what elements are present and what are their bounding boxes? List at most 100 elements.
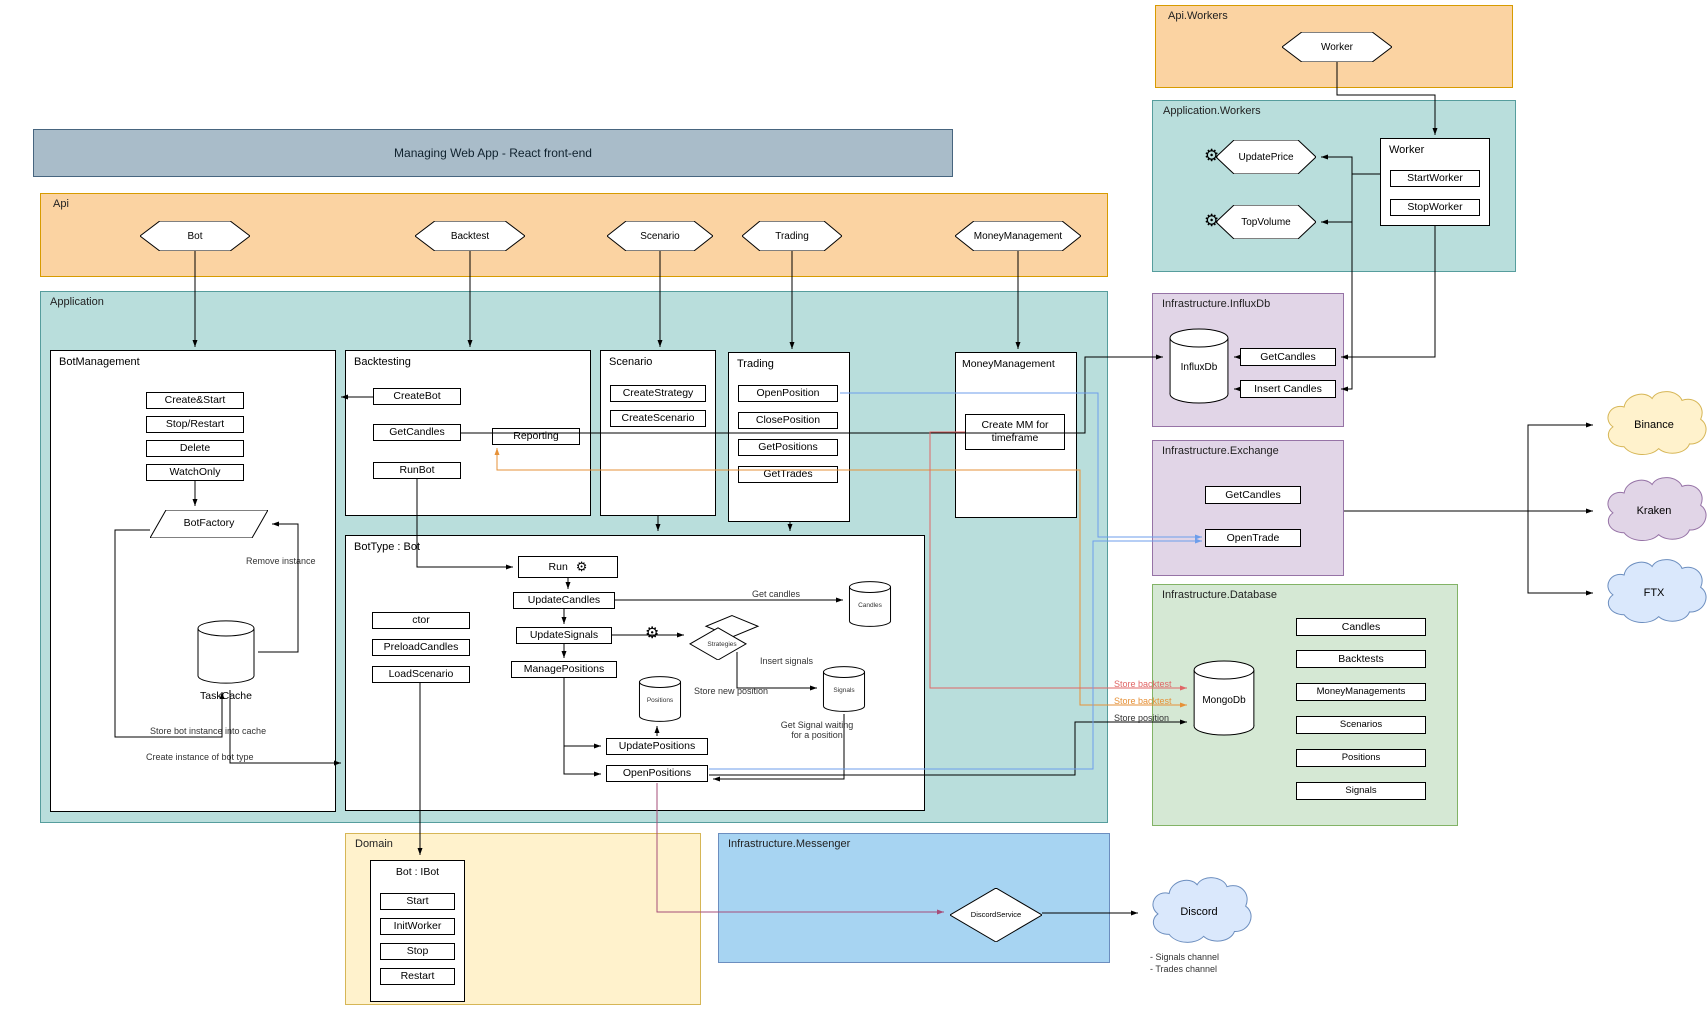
gettrades-button[interactable]: GetTrades — [738, 466, 838, 483]
note-insert-signals: Insert signals — [760, 656, 814, 666]
endpoint-backtest-hexagon[interactable]: Backtest — [415, 221, 525, 251]
getcandles-backtesting-button[interactable]: GetCandles — [373, 424, 461, 441]
worker-endpoint-hexagon[interactable]: Worker — [1282, 32, 1392, 62]
bot-restart-button[interactable]: Restart — [380, 968, 455, 985]
botfactory-label: BotFactory — [183, 517, 235, 529]
endpoint-moneymanagement-label: MoneyManagement — [973, 230, 1063, 242]
binance-cloud — [1598, 390, 1708, 460]
influx-getcandles-button[interactable]: GetCandles — [1240, 348, 1336, 366]
webapp-title: Managing Web App - React front-end — [394, 146, 592, 160]
stopworker-button[interactable]: StopWorker — [1390, 199, 1480, 216]
updatesignals-button[interactable]: UpdateSignals — [516, 627, 612, 644]
trading-node: Trading — [728, 352, 850, 522]
ftx-cloud — [1598, 558, 1708, 628]
openpositions-button[interactable]: OpenPositions — [606, 765, 708, 782]
worker-node-title: Worker — [1389, 144, 1425, 156]
run-button[interactable]: Run ⚙ — [518, 556, 618, 578]
collection-candles-button[interactable]: Candles — [1296, 618, 1426, 636]
edge-label-store-position: Store position — [1114, 713, 1170, 723]
managepositions-button[interactable]: ManagePositions — [511, 661, 617, 678]
strategies-diamonds — [688, 614, 760, 660]
create-mm-button[interactable]: Create MM for timeframe — [965, 414, 1065, 450]
reporting-button[interactable]: Reporting — [492, 428, 580, 445]
endpoint-backtest-label: Backtest — [450, 230, 490, 242]
note-store-bot-instance: Store bot instance into cache — [150, 726, 267, 736]
group-api-workers-label: Api.Workers — [1168, 10, 1228, 22]
watchonly-button[interactable]: WatchOnly — [146, 464, 244, 481]
group-api-workers — [1155, 5, 1513, 88]
collection-positions-button[interactable]: Positions — [1296, 749, 1426, 767]
topvolume-label: TopVolume — [1241, 216, 1291, 228]
group-api-label: Api — [53, 198, 69, 210]
gear-icon: ⚙ — [645, 625, 660, 642]
note-create-instance: Create instance of bot type — [146, 752, 254, 762]
gear-icon: ⚙ — [575, 559, 588, 575]
createstrategy-button[interactable]: CreateStrategy — [610, 385, 706, 402]
updateprice-hexagon[interactable]: UpdatePrice — [1216, 140, 1316, 174]
webapp-banner: Managing Web App - React front-end — [33, 129, 953, 177]
create-start-button[interactable]: Create&Start — [146, 392, 244, 409]
closeposition-button[interactable]: ClosePosition — [738, 412, 838, 429]
kraken-cloud — [1598, 476, 1708, 546]
bot-ibot-title: Bot : IBot — [395, 866, 440, 878]
discordservice-label: DiscordService — [970, 910, 1022, 919]
group-exchange-label: Infrastructure.Exchange — [1162, 445, 1279, 457]
exchange-getcandles-button[interactable]: GetCandles — [1205, 486, 1301, 504]
collection-moneymanagements-button[interactable]: MoneyManagements — [1296, 683, 1426, 701]
loadscenario-button[interactable]: LoadScenario — [372, 666, 470, 683]
ftx-cloud-label: FTX — [1643, 587, 1665, 599]
updatepositions-button[interactable]: UpdatePositions — [606, 738, 708, 755]
positions-store-label: Positions — [646, 697, 674, 704]
moneymanagement-title: MoneyManagement — [962, 358, 1055, 370]
group-messenger-label: Infrastructure.Messenger — [728, 838, 851, 850]
note-signals-channel: - Signals channel — [1150, 952, 1220, 962]
updatecandles-button[interactable]: UpdateCandles — [513, 592, 615, 609]
collection-scenarios-button[interactable]: Scenarios — [1296, 716, 1426, 734]
taskcache-label: TaskCache — [200, 690, 252, 702]
delete-button[interactable]: Delete — [146, 440, 244, 457]
topvolume-hexagon[interactable]: TopVolume — [1216, 205, 1316, 239]
getpositions-button[interactable]: GetPositions — [738, 439, 838, 456]
group-domain-label: Domain — [355, 838, 393, 850]
bottype-title: BotType : Bot — [354, 541, 421, 553]
endpoint-bot-label: Bot — [187, 230, 203, 242]
exchange-opentrade-button[interactable]: OpenTrade — [1205, 529, 1301, 547]
group-exchange — [1152, 440, 1344, 576]
discord-cloud-label: Discord — [1180, 906, 1218, 918]
endpoint-scenario-label: Scenario — [640, 230, 680, 242]
preloadcandles-button[interactable]: PreloadCandles — [372, 639, 470, 656]
taskcache-cylinder — [196, 620, 256, 684]
group-messenger — [718, 833, 1110, 963]
edge-label-store-backtest-red: Store backtest — [1114, 679, 1172, 689]
scenario-node: Scenario — [600, 350, 716, 516]
endpoint-moneymanagement-hexagon[interactable]: MoneyManagement — [955, 221, 1081, 251]
stop-restart-button[interactable]: Stop/Restart — [146, 416, 244, 433]
endpoint-trading-hexagon[interactable]: Trading — [742, 221, 842, 251]
endpoint-scenario-hexagon[interactable]: Scenario — [607, 221, 713, 251]
group-influxdb-label: Infrastructure.InfluxDb — [1162, 298, 1271, 310]
runbot-button[interactable]: RunBot — [373, 462, 461, 479]
bot-stop-button[interactable]: Stop — [380, 943, 455, 960]
endpoint-bot-hexagon[interactable]: Bot — [140, 221, 250, 251]
openposition-button[interactable]: OpenPosition — [738, 385, 838, 402]
bot-start-button[interactable]: Start — [380, 893, 455, 910]
collection-backtests-button[interactable]: Backtests — [1296, 650, 1426, 668]
kraken-cloud-label: Kraken — [1636, 505, 1672, 517]
influx-insertcandles-button[interactable]: Insert Candles — [1240, 380, 1336, 398]
note-get-signal: Get Signal waiting for a position — [780, 720, 854, 740]
note-remove-instance: Remove instance — [246, 556, 316, 566]
group-database-label: Infrastructure.Database — [1162, 589, 1277, 601]
discordservice-diamond — [950, 888, 1042, 942]
startworker-button[interactable]: StartWorker — [1390, 170, 1480, 187]
collection-signals-button[interactable]: Signals — [1296, 782, 1426, 800]
note-get-candles: Get candles — [752, 589, 801, 599]
createbot-button[interactable]: CreateBot — [373, 388, 461, 405]
scenario-title: Scenario — [609, 356, 653, 368]
createscenario-button[interactable]: CreateScenario — [610, 410, 706, 427]
gear-icon: ⚙ — [1204, 211, 1220, 230]
bot-initworker-button[interactable]: InitWorker — [380, 918, 455, 935]
binance-cloud-label: Binance — [1634, 419, 1674, 431]
endpoint-trading-label: Trading — [775, 230, 809, 242]
ctor-button[interactable]: ctor — [372, 612, 470, 629]
